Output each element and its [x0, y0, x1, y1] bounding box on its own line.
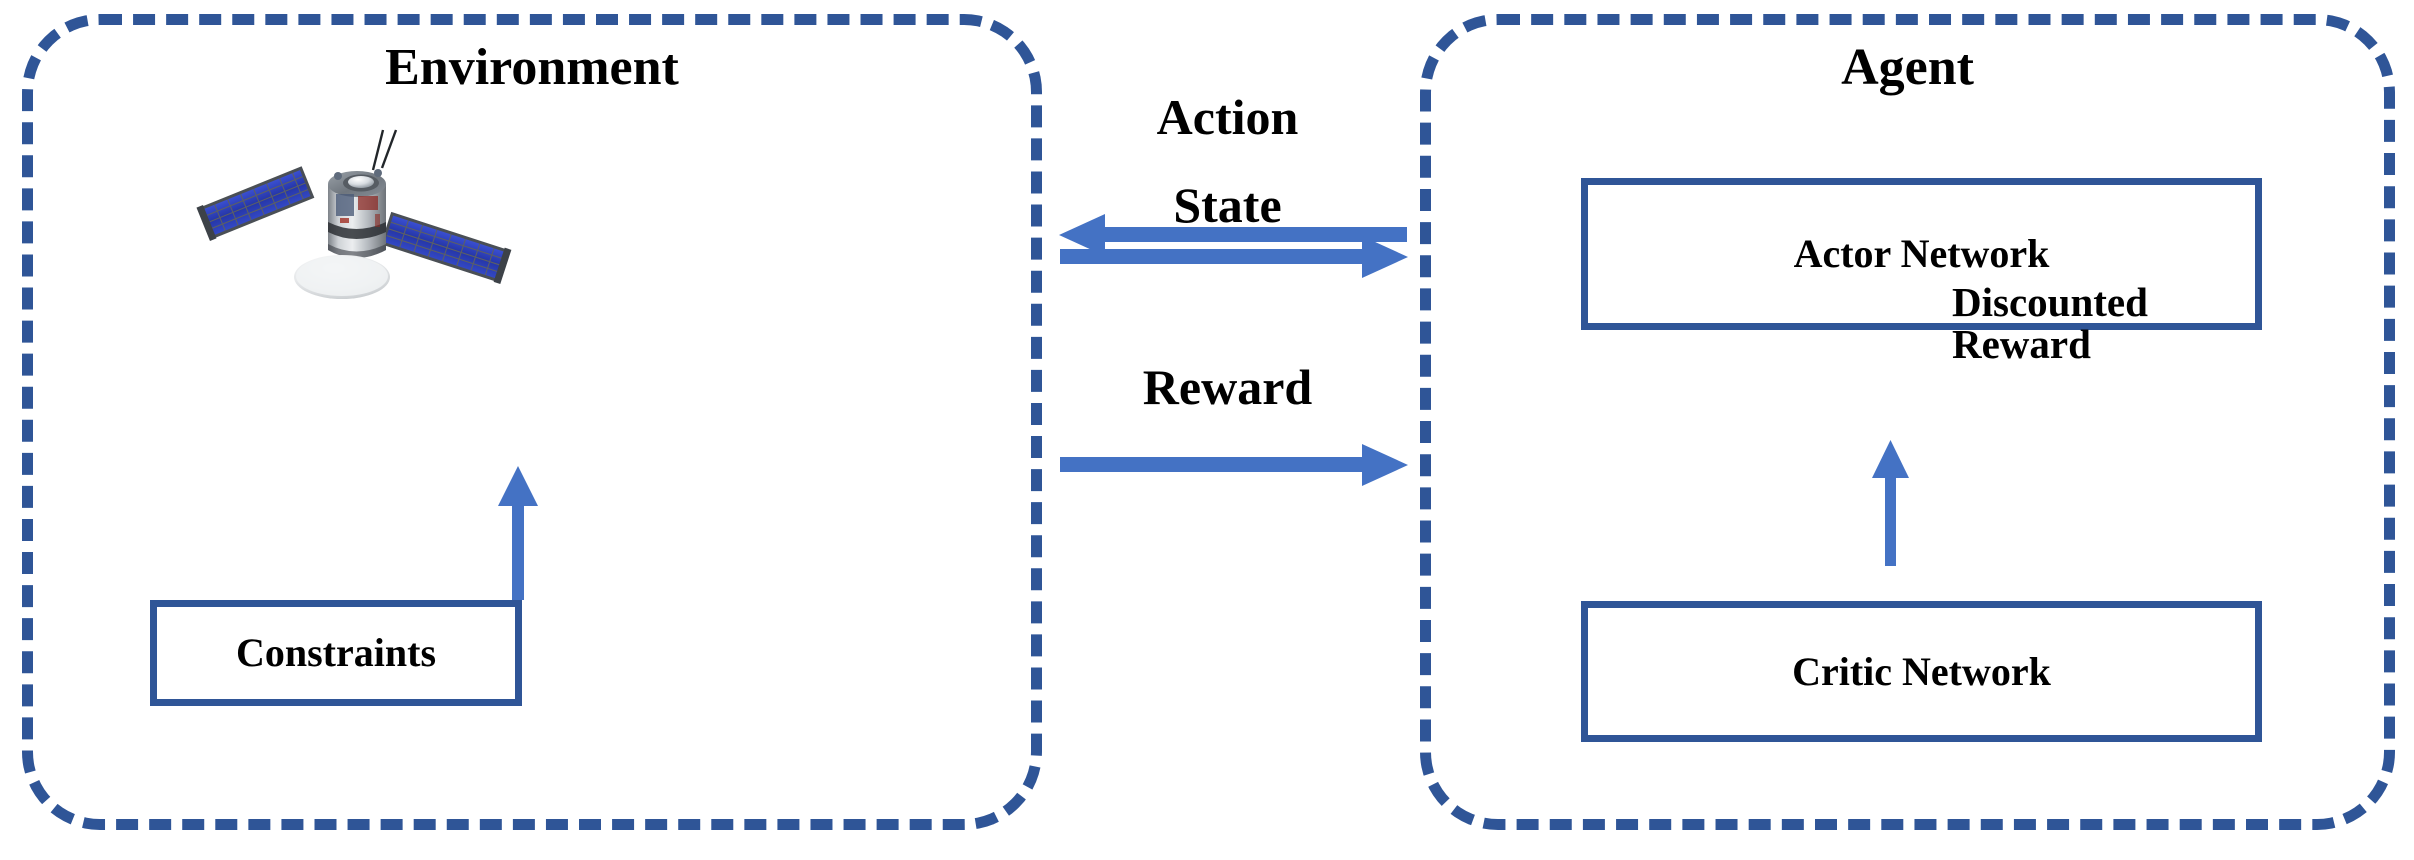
- action-arrow: [1059, 214, 1407, 256]
- state-arrow-label: State: [1173, 177, 1282, 233]
- constraints-box[interactable]: Constraints: [150, 600, 522, 706]
- discounted-reward-arrow: [1872, 440, 1909, 566]
- actor-network-label: Actor Network: [1793, 231, 2050, 276]
- state-arrow: [1060, 236, 1408, 278]
- agent-panel-title: Agent: [1841, 39, 1974, 96]
- discounted-reward-label: Discounted Reward: [1952, 279, 2148, 367]
- satellite-illustration: [190, 110, 530, 310]
- critic-network-label: Critic Network: [1792, 648, 2051, 694]
- constraints-to-satellite-arrow: [498, 466, 538, 600]
- constraints-box-label: Constraints: [235, 630, 437, 675]
- environment-panel: [22, 14, 1042, 830]
- action-arrow-label: Action: [1156, 89, 1299, 145]
- reward-arrow: [1060, 444, 1408, 486]
- reward-arrow-label: Reward: [1142, 359, 1313, 415]
- agent-panel: [1420, 14, 2395, 830]
- environment-panel-title: Environment: [385, 39, 679, 96]
- critic-network-box[interactable]: Critic Network: [1581, 601, 2262, 742]
- actor-network-box[interactable]: Actor Network: [1581, 178, 2262, 330]
